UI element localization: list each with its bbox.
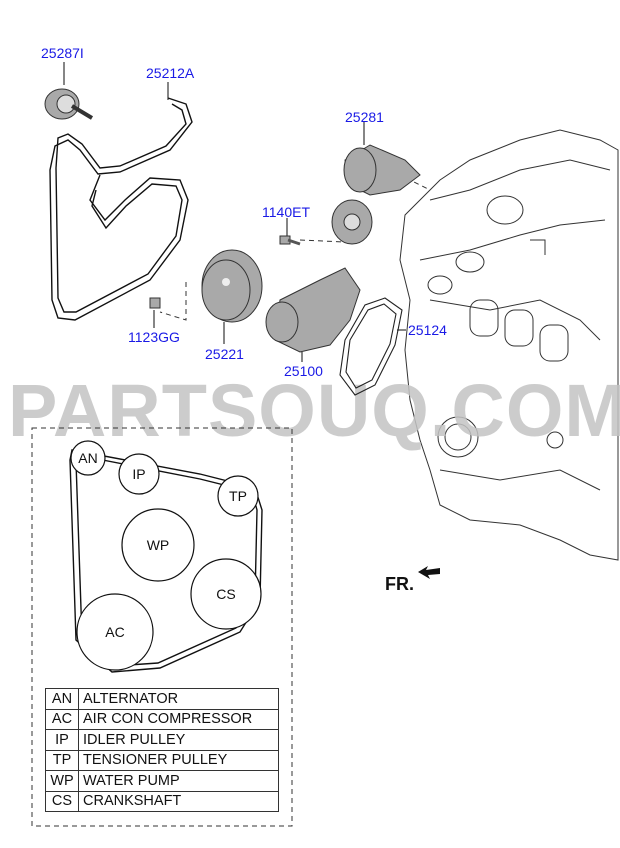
watermark: PARTSOUQ.COM [8, 369, 620, 452]
pulley-CS [190, 558, 262, 630]
pulley-label-WP: WP [147, 537, 170, 553]
pulley-TP [217, 475, 259, 517]
belt-routing-diagram: AN IP TP WP CS AC [69, 440, 263, 673]
legend-name: TENSIONER PULLEY [78, 749, 279, 771]
legend-name: AIR CON COMPRESSOR [78, 708, 279, 730]
part-label-1123GG[interactable]: 1123GG [128, 329, 180, 345]
part-label-1140ET[interactable]: 1140ET [262, 204, 310, 220]
part-label-25287I[interactable]: 25287I [41, 45, 84, 61]
legend-name: WATER PUMP [78, 770, 279, 792]
water-pump-part [265, 267, 361, 362]
pulley-label-TP: TP [229, 488, 247, 504]
water-pump-pulley-part [159, 249, 263, 344]
belt-routing-box [31, 427, 293, 827]
pulley-AC [76, 593, 154, 671]
legend-code: AN [45, 688, 79, 710]
legend-code: IP [45, 729, 79, 751]
idler-pulley-part [44, 62, 94, 120]
front-direction-label: FR. [385, 574, 414, 594]
part-label-25124[interactable]: 25124 [408, 322, 447, 338]
legend-code: AC [45, 708, 79, 730]
pulley-IP [118, 453, 160, 495]
legend-name: ALTERNATOR [78, 688, 279, 710]
front-direction-arrow-icon [418, 566, 440, 579]
legend-code: WP [45, 770, 79, 792]
pulley-label-AC: AC [105, 624, 124, 640]
part-label-25221[interactable]: 25221 [205, 346, 244, 362]
pulley-AN [70, 440, 106, 476]
part-label-25212A[interactable]: 25212A [146, 65, 195, 81]
bolt-1123GG-part [149, 297, 161, 328]
gasket-part [339, 297, 406, 396]
pulley-WP [121, 508, 195, 582]
legend-name: CRANKSHAFT [78, 790, 279, 812]
part-label-25281[interactable]: 25281 [345, 109, 384, 125]
legend-code: TP [45, 749, 79, 771]
legend-name: IDLER PULLEY [78, 729, 279, 751]
pulley-label-IP: IP [132, 466, 145, 482]
engine-block-drawing [299, 129, 619, 561]
part-label-25100[interactable]: 25100 [284, 363, 323, 379]
pulley-label-CS: CS [216, 586, 235, 602]
bolt-1140ET-part [279, 218, 301, 246]
drive-belt-drawing [49, 82, 193, 321]
tensioner-part [331, 122, 421, 245]
legend-code: CS [45, 790, 79, 812]
pulley-label-AN: AN [78, 450, 97, 466]
